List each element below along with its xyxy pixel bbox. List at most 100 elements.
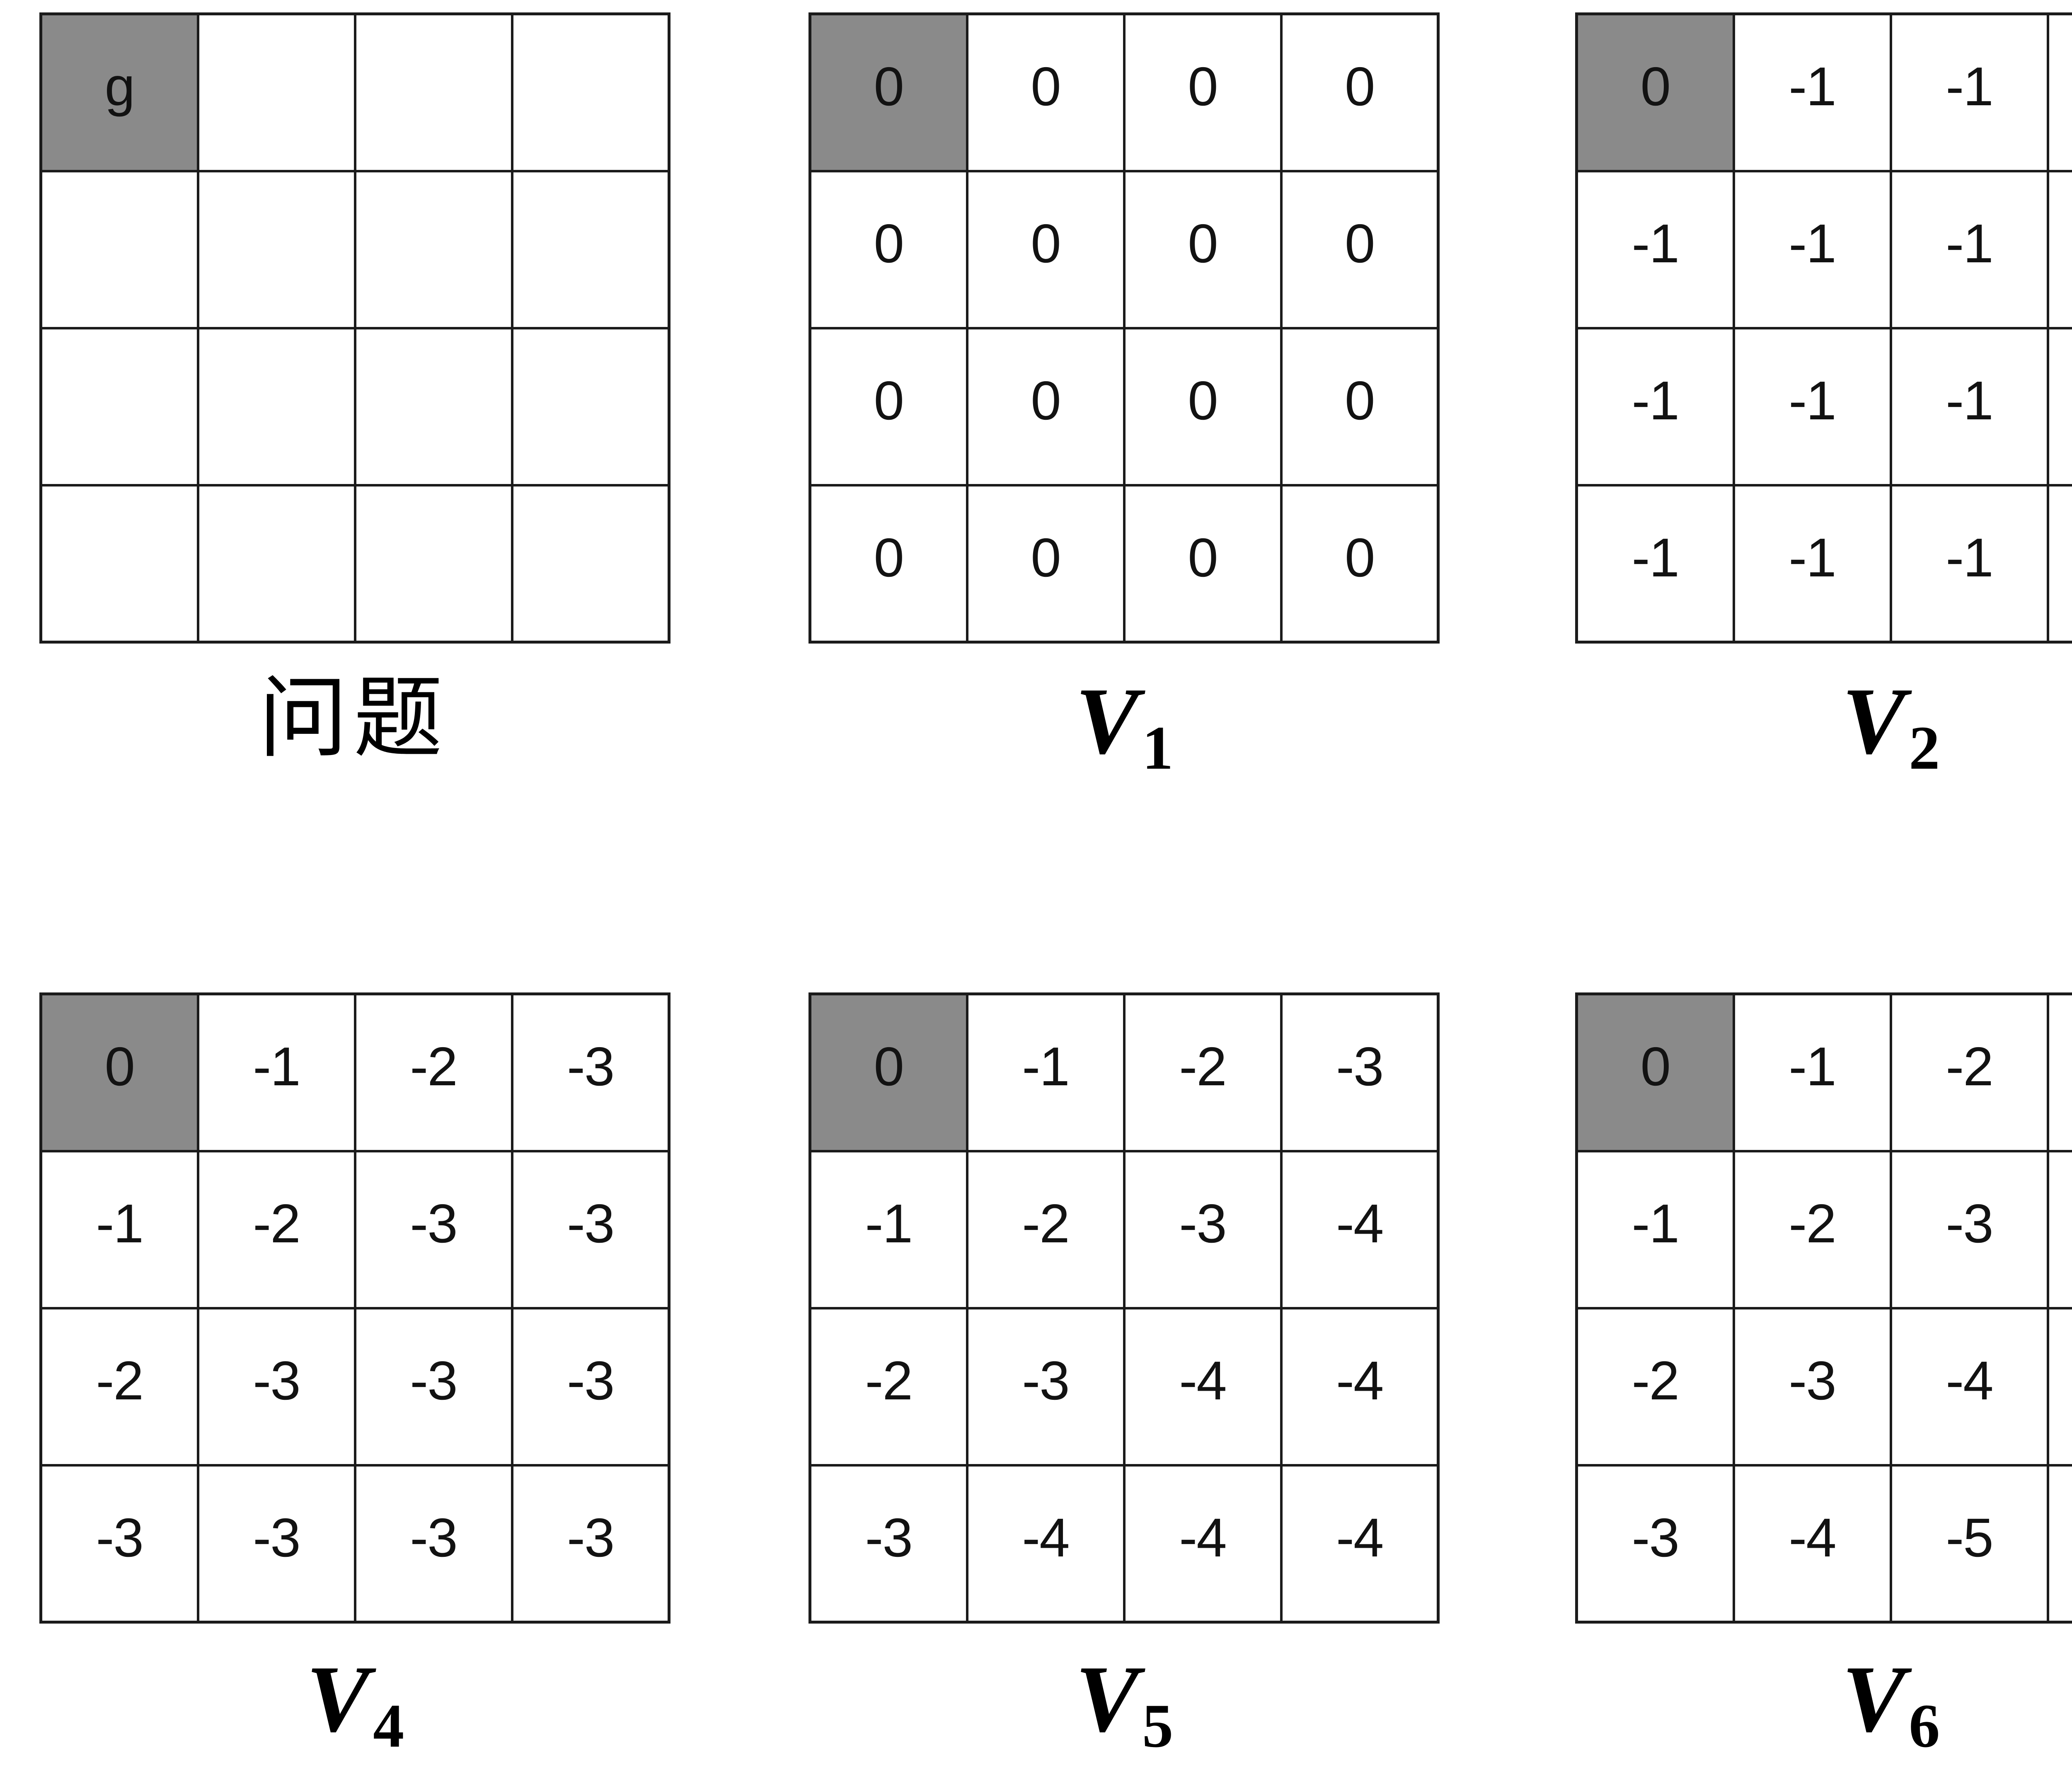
state-cell-3-3[interactable]: -5 bbox=[2046, 1464, 2072, 1624]
state-cell-0-3[interactable]: -1 bbox=[2046, 12, 2072, 172]
state-cell-3-2[interactable]: 0 bbox=[1123, 484, 1283, 644]
cell-value-label: 0 bbox=[1640, 56, 1671, 117]
state-cell-0-2[interactable]: 0 bbox=[1123, 12, 1283, 172]
state-cell-1-0[interactable]: 0 bbox=[808, 169, 968, 329]
state-cell-2-3[interactable] bbox=[511, 327, 670, 486]
state-cell-1-3[interactable] bbox=[511, 169, 670, 329]
state-cell-2-2[interactable]: 0 bbox=[1123, 327, 1283, 486]
state-cell-0-1[interactable]: -1 bbox=[966, 992, 1126, 1152]
state-cell-2-2[interactable]: -4 bbox=[1123, 1307, 1283, 1467]
state-cell-3-1[interactable]: -3 bbox=[196, 1464, 356, 1624]
cell-value-label: 0 bbox=[874, 527, 904, 588]
state-cell-1-0[interactable]: -1 bbox=[1575, 1150, 1735, 1309]
state-cell-0-1[interactable]: 0 bbox=[966, 12, 1126, 172]
state-cell-2-0[interactable]: -1 bbox=[1575, 327, 1735, 486]
state-cell-1-3[interactable]: -4 bbox=[2046, 1150, 2072, 1309]
state-cell-2-1[interactable]: -3 bbox=[1732, 1307, 1892, 1467]
state-cell-1-1[interactable]: -2 bbox=[196, 1150, 356, 1309]
state-cell-2-1[interactable]: -1 bbox=[1732, 327, 1892, 486]
state-cell-1-2[interactable] bbox=[353, 169, 513, 329]
state-cell-1-0[interactable]: -1 bbox=[39, 1150, 199, 1309]
state-cell-1-0[interactable] bbox=[39, 169, 199, 329]
state-cell-2-1[interactable]: 0 bbox=[966, 327, 1126, 486]
state-cell-2-0[interactable]: -2 bbox=[808, 1307, 968, 1467]
state-cell-2-0[interactable]: -2 bbox=[39, 1307, 199, 1467]
state-cell-0-2[interactable]: -1 bbox=[1889, 12, 2049, 172]
state-cell-0-1[interactable]: -1 bbox=[1732, 992, 1892, 1152]
state-cell-3-0[interactable]: -1 bbox=[1575, 484, 1735, 644]
state-cell-1-2[interactable]: 0 bbox=[1123, 169, 1283, 329]
state-cell-0-3[interactable]: 0 bbox=[1280, 12, 1440, 172]
state-cell-3-2[interactable]: -4 bbox=[1123, 1464, 1283, 1624]
state-cell-2-0[interactable] bbox=[39, 327, 199, 486]
state-cell-1-2[interactable]: -3 bbox=[1889, 1150, 2049, 1309]
state-cell-1-2[interactable]: -1 bbox=[1889, 169, 2049, 329]
state-cell-2-2[interactable]: -3 bbox=[353, 1307, 513, 1467]
state-cell-1-1[interactable]: -1 bbox=[1732, 169, 1892, 329]
state-cell-3-3[interactable]: -4 bbox=[1280, 1464, 1440, 1624]
state-cell-2-0[interactable]: -2 bbox=[1575, 1307, 1735, 1467]
state-cell-0-3[interactable]: -3 bbox=[2046, 992, 2072, 1152]
state-cell-2-1[interactable]: -3 bbox=[196, 1307, 356, 1467]
state-cell-1-3[interactable]: -4 bbox=[1280, 1150, 1440, 1309]
terminal-state-cell-0-0[interactable]: 0 bbox=[39, 992, 199, 1152]
state-cell-2-3[interactable]: 0 bbox=[1280, 327, 1440, 486]
state-cell-3-1[interactable]: 0 bbox=[966, 484, 1126, 644]
state-cell-3-1[interactable]: -1 bbox=[1732, 484, 1892, 644]
state-cell-1-3[interactable]: -1 bbox=[2046, 169, 2072, 329]
state-cell-0-2[interactable] bbox=[353, 12, 513, 172]
state-cell-0-3[interactable] bbox=[511, 12, 670, 172]
state-cell-3-3[interactable] bbox=[511, 484, 670, 644]
state-cell-0-3[interactable]: -3 bbox=[511, 992, 670, 1152]
state-cell-2-3[interactable]: -3 bbox=[511, 1307, 670, 1467]
state-cell-3-0[interactable] bbox=[39, 484, 199, 644]
state-cell-3-2[interactable]: -3 bbox=[353, 1464, 513, 1624]
terminal-state-cell-0-0[interactable]: 0 bbox=[808, 12, 968, 172]
state-cell-1-1[interactable]: -2 bbox=[966, 1150, 1126, 1309]
terminal-state-cell-0-0[interactable]: 0 bbox=[1575, 12, 1735, 172]
terminal-state-cell-0-0[interactable]: 0 bbox=[808, 992, 968, 1152]
state-cell-3-1[interactable]: -4 bbox=[1732, 1464, 1892, 1624]
state-cell-2-3[interactable]: -5 bbox=[2046, 1307, 2072, 1467]
state-cell-0-2[interactable]: -2 bbox=[353, 992, 513, 1152]
state-cell-1-1[interactable] bbox=[196, 169, 356, 329]
terminal-state-cell-0-0[interactable]: 0 bbox=[1575, 992, 1735, 1152]
state-cell-3-0[interactable]: 0 bbox=[808, 484, 968, 644]
state-cell-3-3[interactable]: -3 bbox=[511, 1464, 670, 1624]
cell-value-label: -4 bbox=[1336, 1350, 1384, 1411]
state-cell-0-1[interactable] bbox=[196, 12, 356, 172]
state-cell-2-2[interactable]: -1 bbox=[1889, 327, 2049, 486]
state-cell-3-2[interactable]: -5 bbox=[1889, 1464, 2049, 1624]
state-cell-1-2[interactable]: -3 bbox=[353, 1150, 513, 1309]
state-cell-2-1[interactable]: -3 bbox=[966, 1307, 1126, 1467]
state-cell-3-0[interactable]: -3 bbox=[39, 1464, 199, 1624]
state-cell-1-2[interactable]: -3 bbox=[1123, 1150, 1283, 1309]
state-cell-1-3[interactable]: -3 bbox=[511, 1150, 670, 1309]
state-cell-2-2[interactable]: -4 bbox=[1889, 1307, 2049, 1467]
state-cell-3-3[interactable]: 0 bbox=[1280, 484, 1440, 644]
state-cell-1-3[interactable]: 0 bbox=[1280, 169, 1440, 329]
state-cell-0-1[interactable]: -1 bbox=[1732, 12, 1892, 172]
state-cell-3-0[interactable]: -3 bbox=[1575, 1464, 1735, 1624]
state-cell-2-2[interactable] bbox=[353, 327, 513, 486]
state-cell-0-2[interactable]: -2 bbox=[1889, 992, 2049, 1152]
state-cell-3-1[interactable] bbox=[196, 484, 356, 644]
state-cell-3-2[interactable]: -1 bbox=[1889, 484, 2049, 644]
state-cell-2-1[interactable] bbox=[196, 327, 356, 486]
state-cell-3-0[interactable]: -3 bbox=[808, 1464, 968, 1624]
state-cell-1-0[interactable]: -1 bbox=[808, 1150, 968, 1309]
state-cell-0-2[interactable]: -2 bbox=[1123, 992, 1283, 1152]
state-cell-2-0[interactable]: 0 bbox=[808, 327, 968, 486]
state-cell-2-3[interactable]: -1 bbox=[2046, 327, 2072, 486]
state-cell-3-3[interactable]: -1 bbox=[2046, 484, 2072, 644]
state-cell-2-3[interactable]: -4 bbox=[1280, 1307, 1440, 1467]
cell-value-label: -4 bbox=[1789, 1507, 1836, 1568]
state-cell-1-1[interactable]: 0 bbox=[966, 169, 1126, 329]
state-cell-1-0[interactable]: -1 bbox=[1575, 169, 1735, 329]
state-cell-0-3[interactable]: -3 bbox=[1280, 992, 1440, 1152]
state-cell-1-1[interactable]: -2 bbox=[1732, 1150, 1892, 1309]
state-cell-3-2[interactable] bbox=[353, 484, 513, 644]
terminal-state-cell-0-0[interactable]: g bbox=[39, 12, 199, 172]
state-cell-3-1[interactable]: -4 bbox=[966, 1464, 1126, 1624]
state-cell-0-1[interactable]: -1 bbox=[196, 992, 356, 1152]
